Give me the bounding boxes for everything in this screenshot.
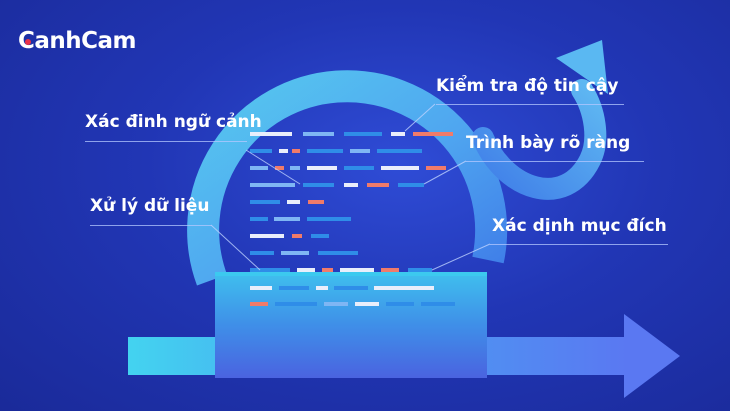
code-lines-in-panel <box>250 268 455 306</box>
callout-connectors <box>210 103 491 271</box>
cycle-arrow-icon <box>187 40 608 286</box>
rule-reliability <box>436 104 624 105</box>
logo-text: CanhCam <box>18 28 137 54</box>
rule-context <box>85 141 247 142</box>
label-context: Xác đinh ngữ cảnh <box>85 112 262 132</box>
brand-logo[interactable]: CanhCam <box>18 28 137 54</box>
label-purpose: Xác dịnh mục đích <box>492 216 667 236</box>
rule-data-processing <box>90 225 212 226</box>
rule-presentation <box>466 161 644 162</box>
code-lines-icon <box>250 132 453 255</box>
label-reliability: Kiểm tra độ tin cậy <box>436 76 619 96</box>
label-data-processing: Xử lý dữ liệu <box>90 196 210 216</box>
code-panel-edge <box>215 272 487 276</box>
logo-red-dot-icon <box>25 39 31 45</box>
logo-mark: CanhCam <box>18 28 137 54</box>
label-presentation: Trình bày rõ ràng <box>466 133 631 153</box>
rule-purpose <box>490 244 668 245</box>
